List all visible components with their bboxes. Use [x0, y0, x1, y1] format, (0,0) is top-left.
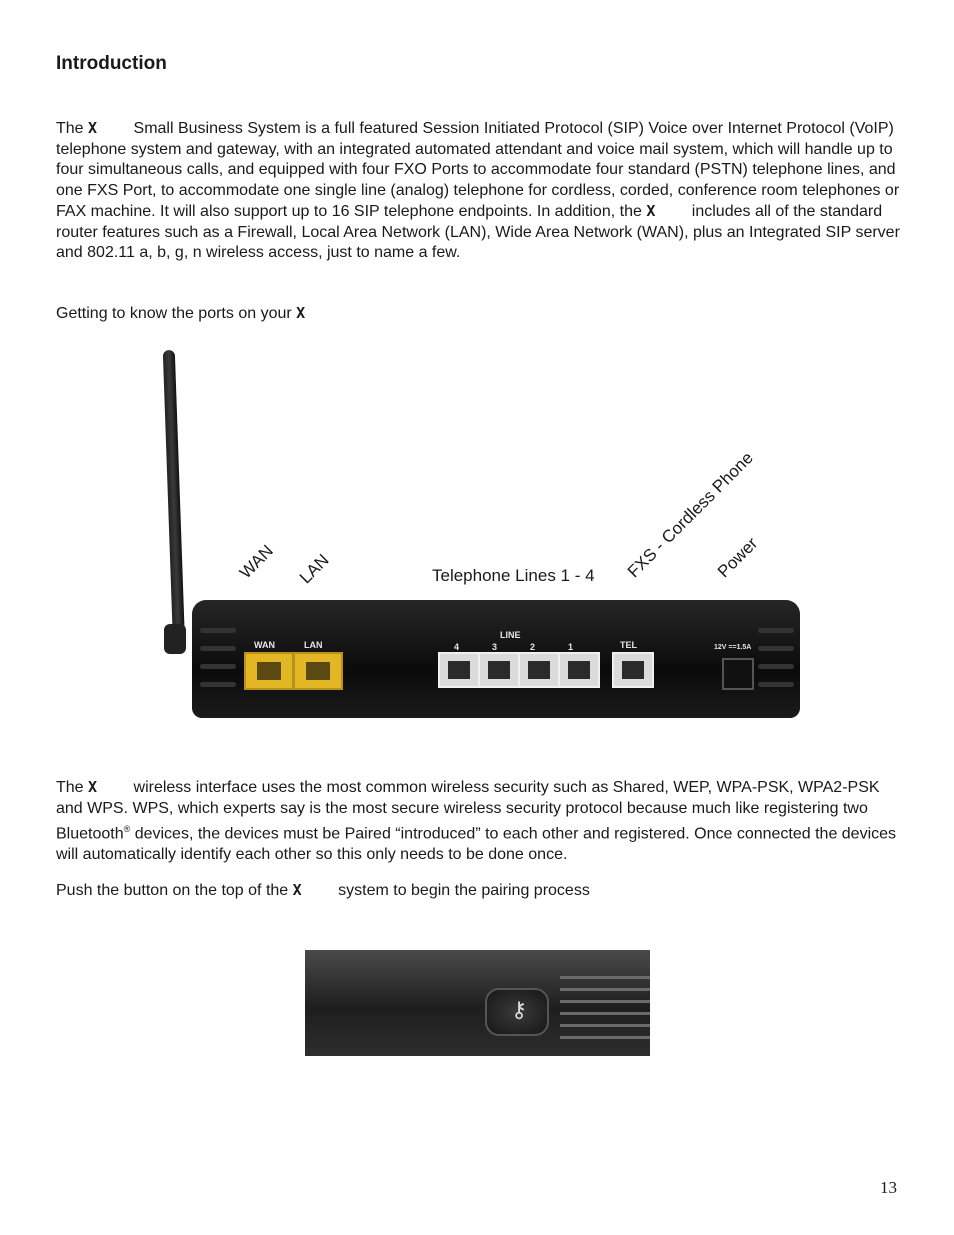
tel-port: [612, 652, 654, 688]
antenna: [162, 349, 186, 651]
wireless-text-2: wireless interface uses the most common …: [56, 779, 880, 843]
callout-power: Power: [713, 533, 762, 582]
line-port-3: [478, 652, 520, 688]
product-logo: X: [88, 778, 98, 796]
device-label-line: LINE: [500, 630, 521, 640]
intro-text-2: Small Business System is a full featured…: [56, 120, 900, 220]
power-rating: 12V ==1.5A: [714, 644, 752, 651]
callout-wan: WAN: [235, 541, 277, 583]
lan-port: [293, 652, 343, 690]
registered-mark: ®: [123, 824, 131, 834]
line-number-2: 2: [530, 642, 536, 652]
wireless-text-1: The: [56, 779, 84, 796]
device-label-wan: WAN: [254, 640, 275, 650]
line-number-1: 1: [568, 642, 574, 652]
page-number: 13: [880, 1178, 897, 1197]
line-port-4: [438, 652, 480, 688]
line-port-1: [558, 652, 600, 688]
line-port-2: [518, 652, 560, 688]
ports-intro-text: Getting to know the ports on your: [56, 305, 292, 322]
wps-button-photo: ⚷: [305, 950, 650, 1056]
wan-port: [244, 652, 294, 690]
product-logo: X: [296, 304, 306, 322]
power-jack: [722, 658, 754, 690]
callout-lan: LAN: [295, 550, 333, 588]
push-text-1: Push the button on the top of the: [56, 882, 289, 899]
product-logo: X: [292, 881, 302, 899]
intro-text-3: includes all of the standard router feat…: [56, 203, 900, 261]
line-number-3: 3: [492, 642, 498, 652]
product-logo: X: [88, 119, 98, 137]
device-label-lan: LAN: [304, 640, 323, 650]
key-icon: ⚷: [511, 998, 528, 1023]
wps-button: ⚷: [485, 988, 549, 1036]
product-logo: X: [646, 202, 656, 220]
ports-intro: Getting to know the ports on your X: [56, 303, 906, 325]
intro-text-1: The: [56, 120, 84, 137]
section-heading: Introduction: [56, 53, 167, 74]
wireless-text-3: devices, the devices must be Paired “int…: [56, 825, 897, 863]
router-diagram: WAN LAN Telephone Lines 1 - 4 FXS - Cord…: [150, 340, 810, 730]
line-number-4: 4: [454, 642, 460, 652]
push-paragraph: Push the button on the top of the X syst…: [56, 880, 906, 902]
intro-paragraph: The X Small Business System is a full fe…: [56, 118, 906, 264]
push-text-2: system to begin the pairing process: [338, 882, 590, 899]
wireless-paragraph: The X wireless interface uses the most c…: [56, 777, 906, 865]
router-body: WAN LAN LINE 4 3 2 1 TEL 12V ==1.5A: [192, 600, 800, 718]
callout-telephone-lines: Telephone Lines 1 - 4: [432, 566, 595, 585]
device-label-tel: TEL: [620, 640, 637, 650]
antenna-base: [164, 624, 186, 654]
